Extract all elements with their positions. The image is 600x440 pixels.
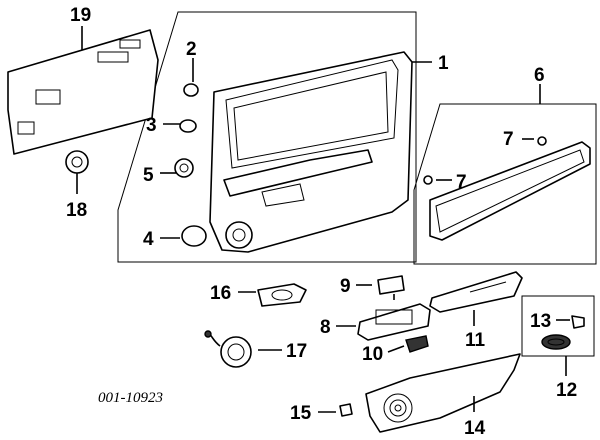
part-9-switch-knob (356, 275, 405, 295)
callout-7-upper: 7 (503, 129, 514, 150)
part-16-handle-bezel (238, 283, 307, 307)
callout-12: 12 (556, 380, 577, 401)
door-panel-group-frame (117, 11, 417, 263)
part-14-lower-trim-panel (365, 353, 521, 433)
part-3-clip (163, 119, 197, 133)
part-1-door-trim-panel (209, 51, 432, 253)
callout-18: 18 (66, 200, 87, 221)
part-7-screw-lower (423, 175, 452, 185)
part-18-grommet (65, 150, 89, 194)
part-13-bulb (556, 315, 585, 329)
callout-6: 6 (534, 65, 545, 86)
callout-5: 5 (143, 165, 154, 186)
callout-19: 19 (70, 5, 91, 26)
handle-cup-group-frame (521, 295, 595, 357)
armrest-panel-group-frame (413, 103, 597, 265)
callout-16: 16 (210, 283, 231, 304)
part-19-sealing-panel (7, 26, 159, 155)
callout-10: 10 (362, 344, 383, 365)
callout-7-lower: 7 (456, 172, 467, 193)
callout-8: 8 (320, 317, 331, 338)
callout-14: 14 (464, 418, 486, 439)
callout-2: 2 (186, 39, 197, 60)
callout-9: 9 (340, 276, 351, 297)
part-4-cap (160, 225, 207, 247)
callout-3: 3 (146, 115, 157, 136)
part-8-switch-bezel (336, 294, 431, 341)
callout-15: 15 (290, 403, 312, 424)
part-10-connector (387, 335, 429, 353)
callout-1: 1 (438, 53, 449, 74)
diagram-reference-code: 001-10923 (98, 390, 163, 406)
part-12-handle-cup (541, 334, 571, 350)
part-7-screw-upper (522, 136, 547, 146)
part-15-clip (318, 403, 353, 417)
part-2-clip (183, 58, 199, 97)
callout-17: 17 (286, 341, 307, 362)
callout-11: 11 (465, 330, 486, 351)
part-11-armrest-cover (429, 271, 523, 326)
part-6-trim-pad (429, 141, 591, 241)
part-5-grommet (160, 158, 194, 178)
callout-13: 13 (530, 311, 551, 332)
part-17-switch-assembly (204, 330, 282, 368)
callout-4: 4 (143, 229, 154, 250)
